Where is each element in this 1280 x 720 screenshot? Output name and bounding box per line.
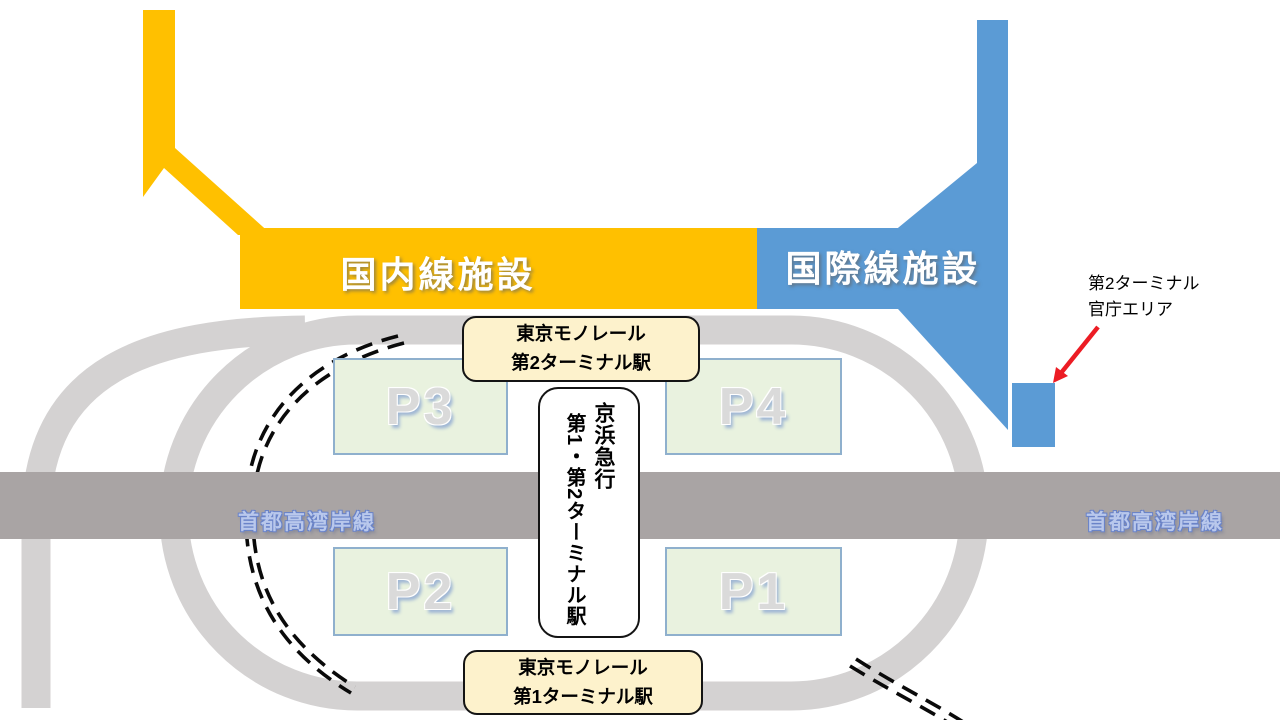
- keikyu-line-dash-inner: [251, 341, 405, 689]
- annotation-arrow-shaft: [1059, 325, 1100, 375]
- annotation-arrow: [1053, 325, 1100, 383]
- bayshore-expressway-band: [0, 472, 1280, 539]
- domestic-access-arrow-shape: [143, 10, 272, 235]
- parking-box-p2: P2: [333, 547, 508, 636]
- keikyu-station-box: [538, 387, 640, 638]
- international-access-shape: [893, 20, 1008, 232]
- keikyu-line-dash-inner-right: [849, 664, 948, 720]
- expressway-label-right: 首都高湾岸線: [1086, 511, 1224, 534]
- monorail-t1-station-box: 東京モノレール 第1ターミナル駅: [463, 650, 703, 715]
- parking-label-p1: P1: [718, 562, 789, 621]
- parking-label-p3: P3: [385, 377, 456, 436]
- keikyu-line-dash-outer-right: [855, 657, 964, 720]
- monorail-t1-line2: 第1ターミナル駅: [513, 685, 653, 707]
- monorail-t1-line1: 東京モノレール: [518, 656, 648, 678]
- monorail-t2-station-box: 東京モノレール 第2ターミナル駅: [462, 316, 700, 382]
- parking-box-p1: P1: [665, 547, 842, 636]
- international-funnel-shape: [898, 309, 1008, 430]
- monorail-t2-line2: 第2ターミナル駅: [511, 352, 651, 373]
- international-facility-label: 国際線施設: [785, 248, 981, 289]
- domestic-facility-bar: [240, 228, 757, 309]
- expressway-label-left: 首都高湾岸線: [238, 511, 376, 534]
- monorail-t2-line1: 東京モノレール: [516, 323, 646, 345]
- keikyu-station-vertical: 第1・第2ターミナル駅: [563, 413, 585, 627]
- annotation-arrow-head: [1053, 367, 1068, 383]
- government-area-note-line2: 官庁エリア: [1088, 300, 1173, 320]
- terminal-loop-road: [159, 315, 989, 711]
- parking-label-p2: P2: [385, 562, 456, 621]
- parking-label-p4: P4: [718, 377, 789, 436]
- government-area-block: [1012, 383, 1055, 447]
- keikyu-line-dashed-right: [849, 657, 964, 720]
- domestic-facility-label: 国内線施設: [340, 254, 536, 295]
- government-area-note: 第2ターミナル 官庁エリア: [1088, 271, 1199, 324]
- government-area-note-line1: 第2ターミナル: [1088, 274, 1200, 293]
- keikyu-name-vertical: 京浜急行: [592, 402, 615, 490]
- international-facility-bar: [757, 228, 1008, 309]
